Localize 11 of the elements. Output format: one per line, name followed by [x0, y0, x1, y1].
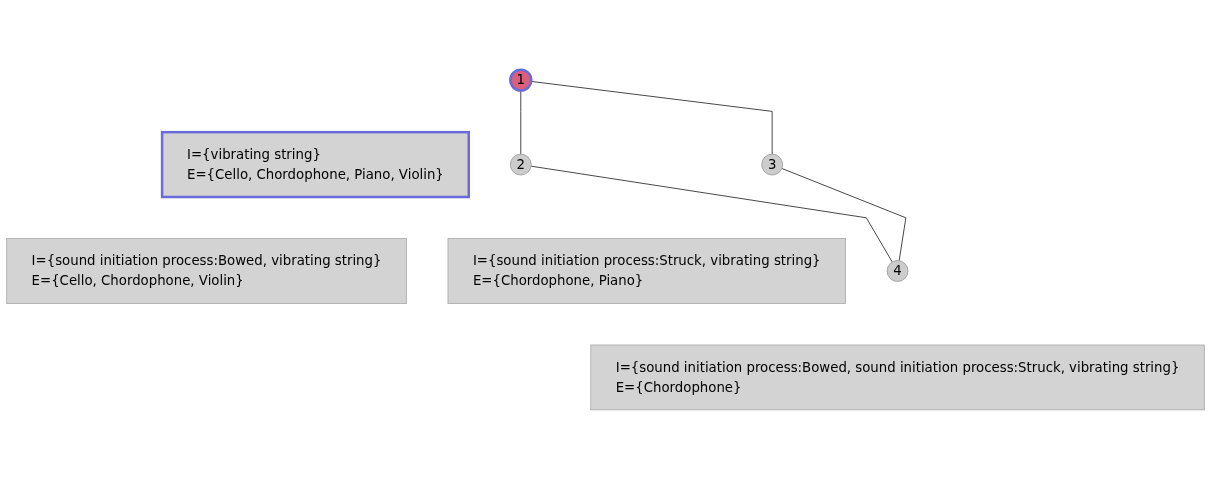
- node-box: I={sound initiation process:Bowed, sound initiation process:Struck, vibrating string} E={Chordophone}: [590, 344, 1205, 410]
- node-circle: 4: [886, 259, 909, 282]
- connector: [530, 165, 893, 263]
- node-circle: 2: [509, 153, 532, 176]
- node-box: I={vibrating string} E={Cello, Chordophone, Piano, Violin}: [160, 130, 470, 198]
- connector: [530, 80, 773, 155]
- node-circle: 3: [761, 153, 784, 176]
- connector: [781, 167, 907, 261]
- node-box: I={sound initiation process:Bowed, vibrating string} E={Cello, Chordophone, Violin}: [6, 237, 407, 304]
- node-box: I={sound initiation process:Struck, vibrating string} E={Chordophone, Piano}: [447, 237, 846, 304]
- node-circle: 1: [509, 68, 533, 92]
